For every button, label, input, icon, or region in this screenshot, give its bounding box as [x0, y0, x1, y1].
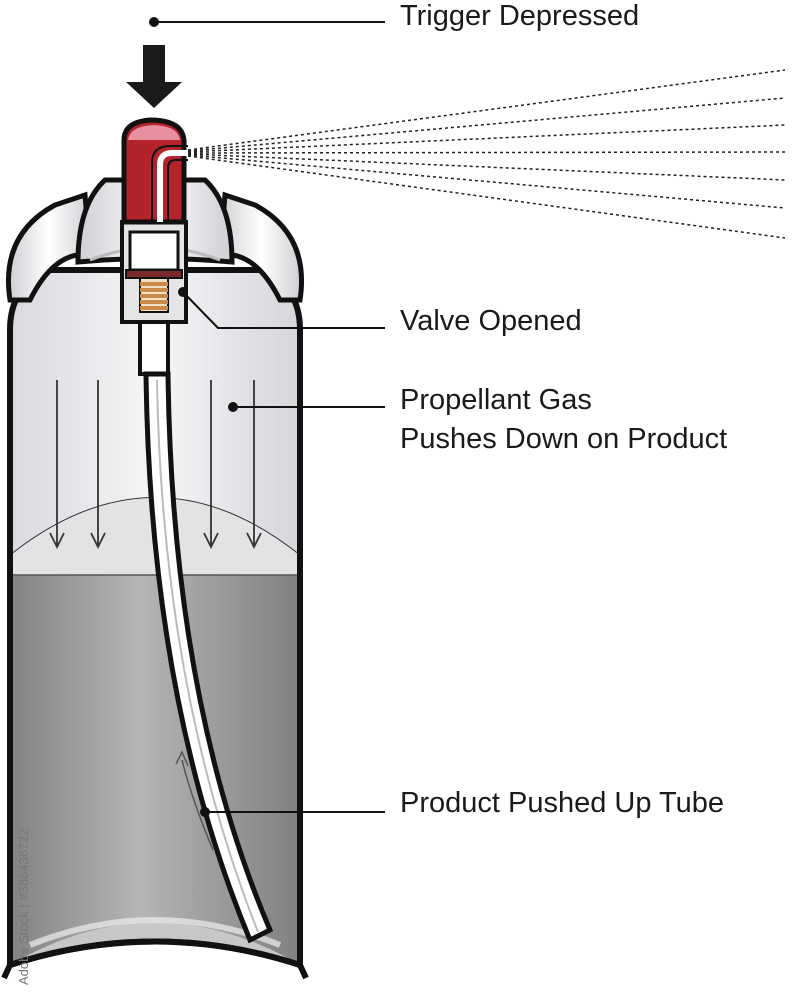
actuator-button	[121, 117, 188, 225]
callout-product	[200, 807, 385, 817]
down-arrow-icon	[126, 45, 182, 108]
label-propellant-line1: Propellant Gas	[400, 384, 592, 416]
callout-valve	[178, 287, 385, 329]
spray-mist	[187, 69, 786, 239]
label-product-pushed: Product Pushed Up Tube	[400, 787, 724, 819]
callout-trigger	[149, 17, 385, 27]
dip-tube	[138, 320, 274, 944]
label-trigger-depressed: Trigger Depressed	[400, 0, 639, 32]
label-valve-opened: Valve Opened	[400, 305, 582, 337]
stock-watermark: Adobe Stock | #386436722	[16, 828, 31, 985]
tube-flow-arrow	[181, 759, 214, 851]
valve-spring	[139, 277, 169, 313]
label-propellant-line2: Pushes Down on Product	[400, 423, 727, 455]
callout-propellant	[228, 402, 385, 412]
can-top-rim	[6, 177, 304, 303]
